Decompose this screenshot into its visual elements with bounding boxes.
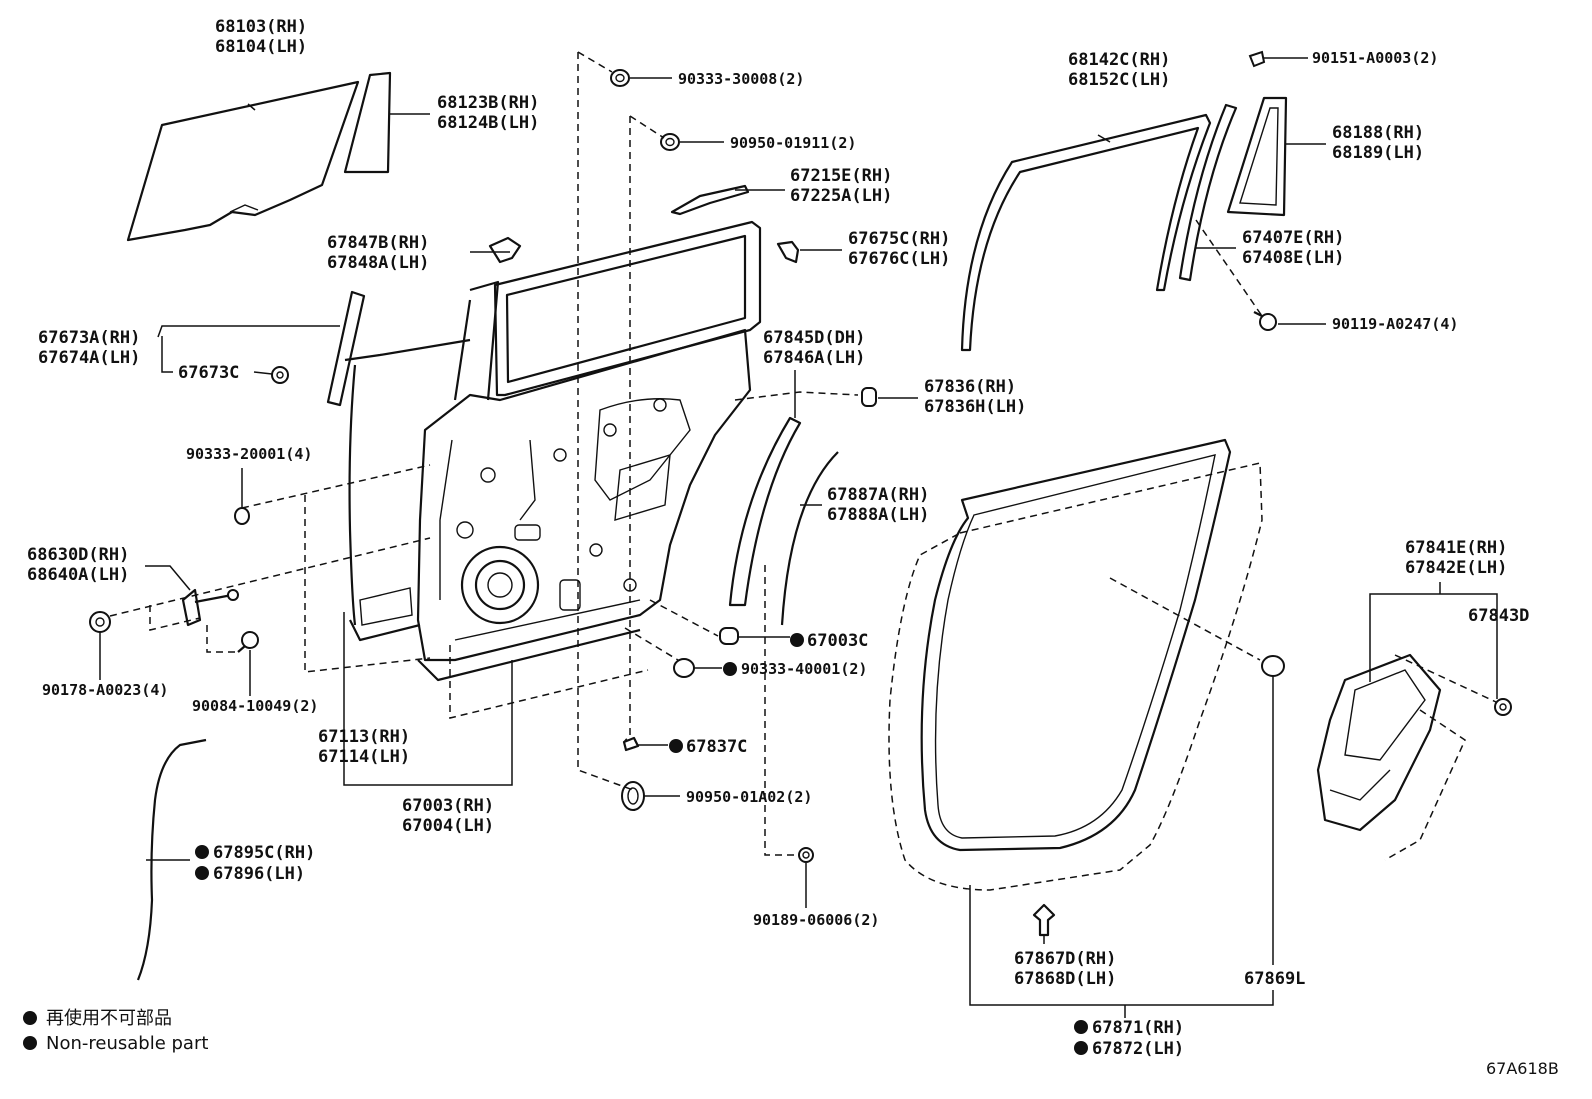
diagram-id: 67A618B [1486,1059,1559,1078]
label-screw-a0003: 90151-A0003(2) [1312,49,1438,67]
label-bolt-a0247: 90119-A0247(4) [1332,315,1458,333]
grommet-20001-drawing [234,507,250,525]
label-retainer-lh: 67868D(LH) [1014,969,1116,989]
label-retainer-rh: 67867D(RH) [1014,949,1116,969]
label-bolt-10049: 90084-10049(2) [192,697,318,715]
legend-english: Non-reusable part [46,1033,208,1054]
clip-67837c-drawing [622,736,640,752]
label-clip-67837c: 67837C [686,737,747,757]
label-wire-harness-rh: 67895C(RH) [213,843,315,863]
nonreusable-marker-67895c [195,845,209,859]
washer-30008-drawing [610,69,630,87]
bolt-a0023-drawing [89,611,111,633]
door-glass-drawing [126,80,360,242]
label-door-assy-rh: 67003(RH) [402,796,494,816]
label-wire-harness-lh: 67896(LH) [213,864,305,884]
clip-67869l-drawing [1261,655,1285,677]
check-bracket-drawing [488,236,522,264]
label-clip-67869l: 67869L [1244,969,1305,989]
nonreusable-marker-40001 [723,662,737,676]
label-division-bar-lh: 67408E(LH) [1242,248,1344,268]
corner-piece-drawing [1226,96,1288,217]
label-inner-weatherstrip-rh: 67887A(RH) [827,485,929,505]
label-handle-rod-lh: 67225A(LH) [790,186,892,206]
label-check-bracket-rh: 67847B(RH) [327,233,429,253]
plug-40001-drawing [673,658,695,678]
clip-upper-drawing [776,240,800,264]
label-handle-rod-rh: 67215E(RH) [790,166,892,186]
label-glass-lh: 68104(LH) [215,37,307,57]
lock-cover-drawing [1316,653,1442,832]
legend-japanese: 再使用不可部品 [46,1008,172,1029]
check-arm-drawing [181,588,239,627]
garnish-clip-drawing [271,366,289,384]
label-bolt-a0023: 90178-A0023(4) [42,681,168,699]
label-inner-weatherstrip-lh: 67888A(LH) [827,505,929,525]
legend-marker-en [23,1036,37,1050]
label-door-weatherstrip-rh: 67871(RH) [1092,1018,1184,1038]
garnish-drawing [326,290,366,407]
label-quarter-glass-rh: 68123B(RH) [437,93,539,113]
label-lock-clip: 67843D [1468,606,1529,626]
nonreusable-marker-67872 [1074,1041,1088,1055]
retainer-67867d-drawing [1032,903,1056,937]
label-plug-lh: 67836H(LH) [924,397,1026,417]
label-lock-cover-rh: 67841E(RH) [1405,538,1507,558]
plug-01a02-drawing [621,781,645,811]
label-check-bracket-lh: 67848A(LH) [327,253,429,273]
label-check-arm-rh: 68630D(RH) [27,545,129,565]
door-weatherstrip-drawing [920,438,1232,852]
nonreusable-marker-67003c [790,633,804,647]
label-hinge-pin-1: 90333-30008(2) [678,70,804,88]
label-door-weatherstrip-lh: 67872(LH) [1092,1039,1184,1059]
label-check-arm-lh: 68640A(LH) [27,565,129,585]
label-run-channel-lh: 68152C(LH) [1068,70,1170,90]
label-glass-rh: 68103(RH) [215,17,307,37]
label-garnish-lh: 67674A(LH) [38,348,140,368]
wire-harness-drawing [136,738,207,981]
label-plug-40001: 90333-40001(2) [741,660,867,678]
label-quarter-glass-lh: 68124B(LH) [437,113,539,133]
label-plug-01a02: 90950-01A02(2) [686,788,812,806]
label-grommet-20001: 90333-20001(4) [186,445,312,463]
bolt-10049-drawing [237,631,259,653]
lock-clip-drawing [1494,698,1512,716]
plug-67836-drawing [861,387,877,407]
screw-a0003-drawing [1248,50,1266,68]
label-plug-rh: 67836(RH) [924,377,1016,397]
inner-weatherstrip-drawing [780,451,839,626]
label-clip-upper-rh: 67675C(RH) [848,229,950,249]
bolt-a0247-drawing [1253,311,1277,331]
label-garnish-clip: 67673C [178,363,239,383]
label-door-assy-lh: 67004(LH) [402,816,494,836]
clip-67003c-drawing [719,627,739,645]
label-panel-lh: 67114(LH) [318,747,410,767]
frame-seal-drawing [728,416,802,607]
label-frame-seal-rh: 67845D(DH) [763,328,865,348]
label-clip-upper-lh: 67676C(LH) [848,249,950,269]
label-garnish-rh: 67673A(RH) [38,328,140,348]
legend-marker [23,1011,37,1025]
quarter-glass-drawing [343,71,392,174]
label-clip-67003c: 67003C [807,631,868,651]
nonreusable-marker-67871 [1074,1020,1088,1034]
label-corner-piece-rh: 68188(RH) [1332,123,1424,143]
division-bar-drawing [1178,103,1238,282]
nonreusable-marker-67837c [669,739,683,753]
handle-rod-drawing [670,184,750,216]
label-frame-seal-lh: 67846A(LH) [763,348,865,368]
door-frame-drawing [344,220,762,682]
nonreusable-marker-67896 [195,866,209,880]
nut-06006-drawing [798,847,814,863]
label-division-bar-rh: 67407E(RH) [1242,228,1344,248]
label-nut-06006: 90189-06006(2) [753,911,879,929]
washer-01911-drawing [660,133,680,151]
label-lock-cover-lh: 67842E(LH) [1405,558,1507,578]
label-panel-rh: 67113(RH) [318,727,410,747]
label-hinge-pin-2: 90950-01911(2) [730,134,856,152]
run-channel-drawing [960,113,1212,352]
label-corner-piece-lh: 68189(LH) [1332,143,1424,163]
label-run-channel-rh: 68142C(RH) [1068,50,1170,70]
